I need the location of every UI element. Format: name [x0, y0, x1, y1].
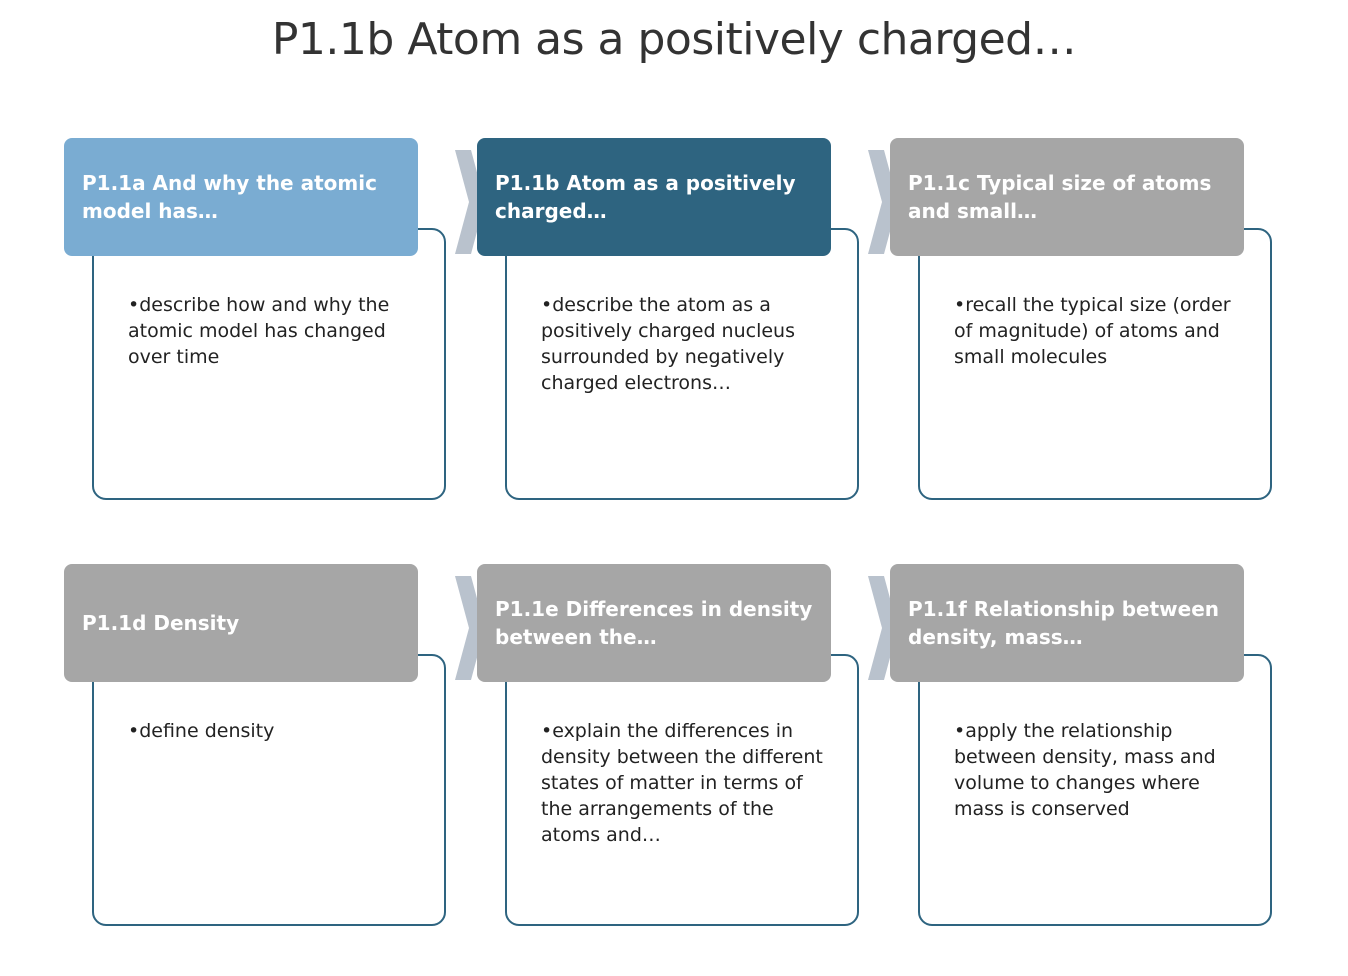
card-p1-1a[interactable]: •describe how and why the atomic model h…: [64, 138, 450, 504]
card-p1-1f[interactable]: •apply the relationship between density,…: [890, 564, 1276, 930]
card-body-box: •define density: [92, 654, 446, 926]
card-p1-1e[interactable]: •explain the differences in density betw…: [477, 564, 863, 930]
card-header[interactable]: P1.1a And why the atomic model has…: [64, 138, 418, 256]
card-header[interactable]: P1.1b Atom as a positively charged…: [477, 138, 831, 256]
card-p1-1c[interactable]: •recall the typical size (order of magni…: [890, 138, 1276, 504]
card-body-text: •define density: [128, 720, 275, 742]
card-body-box: •apply the relationship between density,…: [918, 654, 1272, 926]
card-body-box: •describe the atom as a positively charg…: [505, 228, 859, 500]
page-title: P1.1b Atom as a positively charged…: [271, 14, 1077, 65]
card-body-text: •explain the differences in density betw…: [541, 720, 823, 846]
card-body-text: •describe how and why the atomic model h…: [128, 294, 390, 368]
card-body-text: •describe the atom as a positively charg…: [541, 294, 795, 394]
card-p1-1b[interactable]: •describe the atom as a positively charg…: [477, 138, 863, 504]
card-body-box: •recall the typical size (order of magni…: [918, 228, 1272, 500]
card-header[interactable]: P1.1d Density: [64, 564, 418, 682]
card-body-text: •recall the typical size (order of magni…: [954, 294, 1231, 368]
card-header[interactable]: P1.1e Differences in density between the…: [477, 564, 831, 682]
card-body-text: •apply the relationship between density,…: [954, 720, 1216, 820]
card-p1-1d[interactable]: •define density P1.1d Density: [64, 564, 450, 930]
card-header[interactable]: P1.1f Relationship between density, mass…: [890, 564, 1244, 682]
card-body-box: •describe how and why the atomic model h…: [92, 228, 446, 500]
card-body-box: •explain the differences in density betw…: [505, 654, 859, 926]
card-header[interactable]: P1.1c Typical size of atoms and small…: [890, 138, 1244, 256]
